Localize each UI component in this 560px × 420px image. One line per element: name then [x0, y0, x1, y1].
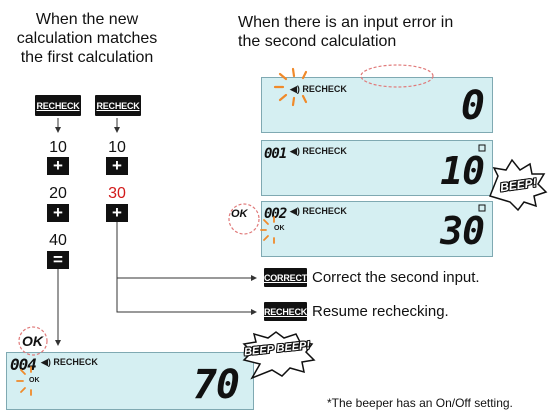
second-input-10: 10 — [108, 139, 126, 156]
display-step-2-ok-label: OK — [274, 225, 285, 232]
display-final-recheck-label: ◀) RECHECK — [41, 357, 98, 367]
display-step-2-value: 30 — [440, 209, 485, 253]
speaker-flash-icon — [273, 67, 308, 107]
display-initial-value: 0 — [460, 83, 485, 129]
right-heading-line-1: When there is an input error in — [238, 14, 454, 31]
beep-burst-right — [488, 158, 548, 212]
indicator-mark-2 — [478, 204, 486, 212]
ok-highlight-circle-bottom — [18, 326, 48, 356]
display-step-1-counter: 001 — [264, 146, 287, 162]
recheck-description: Resume rechecking. — [312, 303, 449, 320]
left-heading-line-3: the first calculation — [20, 49, 154, 66]
recheck-highlight-ellipse — [360, 64, 434, 88]
first-input-20: 20 — [49, 185, 67, 202]
ok-badge-right: OK — [231, 208, 248, 220]
first-input-10: 10 — [49, 139, 67, 156]
display-initial: ◀) RECHECK 0 — [261, 77, 493, 133]
display-initial-recheck-label: ◀) RECHECK — [290, 84, 347, 94]
ok-flash-icon-right — [260, 216, 275, 244]
second-input-30-error: 30 — [108, 185, 126, 202]
ok-highlight-circle-right — [228, 203, 260, 235]
left-heading-line-2: calculation matches — [16, 30, 158, 47]
recheck-key-left[interactable]: RECHECK — [35, 95, 81, 116]
first-input-40: 40 — [49, 232, 67, 249]
footnote: *The beeper has an On/Off setting. — [327, 396, 513, 410]
display-step-2: 002 ◀) RECHECK OK 30 — [261, 201, 493, 257]
equals-key[interactable]: = — [47, 251, 69, 269]
left-heading-line-1: When the new — [35, 11, 139, 28]
correct-description: Correct the second input. — [312, 269, 480, 286]
display-step-1-value: 10 — [440, 149, 485, 193]
right-heading: When there is an input error in the seco… — [238, 13, 538, 51]
display-final-ok-label: OK — [29, 377, 40, 384]
ok-badge-bottom: OK — [22, 333, 43, 349]
recheck-key-action[interactable]: RECHECK — [264, 302, 307, 321]
plus-key-1[interactable]: + — [47, 157, 69, 175]
display-step-2-recheck-label: ◀) RECHECK — [290, 206, 347, 216]
correct-key[interactable]: CORRECT — [264, 268, 307, 287]
right-heading-line-2: the second calculation — [238, 33, 397, 50]
plus-key-4[interactable]: + — [106, 204, 128, 222]
plus-key-3[interactable]: + — [106, 157, 128, 175]
beep-burst-bottom — [242, 331, 316, 380]
indicator-mark-1 — [478, 144, 486, 152]
display-final-value: 70 — [192, 362, 240, 408]
display-step-1-recheck-label: ◀) RECHECK — [290, 146, 347, 156]
display-step-1: 001 ◀) RECHECK 10 — [261, 140, 493, 196]
plus-key-2[interactable]: + — [47, 204, 69, 222]
recheck-key-right[interactable]: RECHECK — [95, 95, 141, 116]
display-final: 004 ◀) RECHECK OK 70 — [6, 352, 254, 410]
display-step-2-counter: 002 — [264, 206, 287, 222]
left-heading: When the new calculation matches the fir… — [6, 10, 168, 67]
ok-flash-icon-bottom — [16, 366, 32, 396]
